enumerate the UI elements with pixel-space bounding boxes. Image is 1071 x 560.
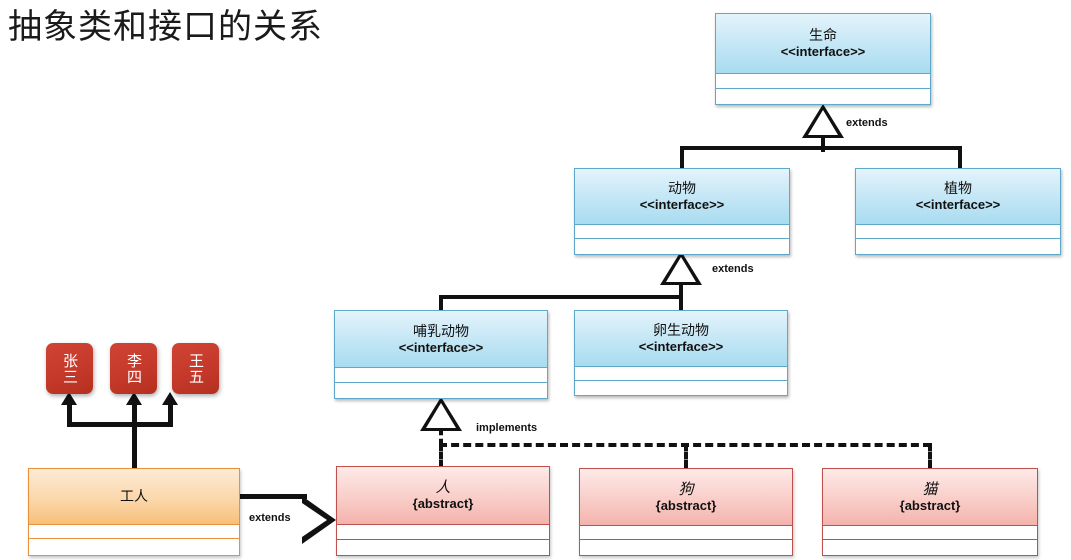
arrowhead-object-3 (162, 392, 178, 405)
connector-life-to-plant (958, 146, 962, 170)
connector-mammal-stem (439, 428, 443, 446)
class-attributes-human (337, 525, 549, 540)
class-attributes-plant (856, 225, 1060, 239)
class-box-oviparous[interactable]: 卵生动物 <<interface>> (574, 310, 788, 396)
generalization-arrow-life (802, 104, 844, 138)
realization-arrow-mammal (420, 397, 462, 431)
class-stereotype-animal: <<interface>> (639, 197, 725, 212)
class-header-worker: 工人 (29, 469, 239, 525)
class-name-dog: 狗 (678, 480, 694, 498)
class-stereotype-oviparous: <<interface>> (638, 339, 724, 354)
object-box-1[interactable]: 张三 (46, 343, 93, 394)
class-box-worker[interactable]: 工人 (28, 468, 240, 556)
object-label-1: 张三 (61, 352, 78, 385)
connector-to-object-1 (67, 403, 72, 427)
class-header-oviparous: 卵生动物 <<interface>> (575, 311, 787, 367)
object-label-2: 李四 (125, 352, 142, 385)
connector-worker-objects-stem (132, 423, 137, 468)
connector-mammal-to-cat (928, 443, 932, 468)
class-operations-life (716, 89, 930, 104)
connector-animal-stem (679, 283, 683, 299)
class-stereotype-cat: {abstract} (899, 497, 961, 513)
connector-to-object-2 (132, 403, 137, 427)
connector-animal-to-mammal (439, 295, 443, 311)
class-box-dog[interactable]: 狗 {abstract} (579, 468, 793, 556)
class-box-life[interactable]: 生命 <<interface>> (715, 13, 931, 105)
class-operations-oviparous (575, 381, 787, 395)
class-name-human: 人 (435, 479, 451, 496)
connector-worker-objects-crossbar (67, 422, 173, 427)
class-stereotype-plant: <<interface>> (915, 197, 1001, 212)
class-header-animal: 动物 <<interface>> (575, 169, 789, 225)
class-box-cat[interactable]: 猫 {abstract} (822, 468, 1038, 556)
class-stereotype-life: <<interface>> (780, 44, 866, 59)
edge-label-mammal-implements: implements (476, 422, 538, 434)
page-title: 抽象类和接口的关系 (8, 8, 323, 46)
class-box-human[interactable]: 人 {abstract} (336, 466, 550, 556)
class-header-cat: 猫 {abstract} (823, 469, 1037, 526)
class-name-mammal: 哺乳动物 (413, 322, 469, 339)
arrowhead-object-2 (126, 392, 142, 405)
class-box-mammal[interactable]: 哺乳动物 <<interface>> (334, 310, 548, 399)
class-operations-human (337, 540, 549, 555)
class-operations-worker (29, 539, 239, 554)
class-header-dog: 狗 {abstract} (580, 469, 792, 526)
class-attributes-cat (823, 526, 1037, 540)
class-operations-cat (823, 540, 1037, 555)
class-name-oviparous: 卵生动物 (653, 322, 709, 338)
class-stereotype-mammal: <<interface>> (398, 339, 484, 355)
class-operations-plant (856, 239, 1060, 253)
class-name-worker: 工人 (120, 488, 148, 504)
class-stereotype-human: {abstract} (412, 496, 474, 511)
class-header-life: 生命 <<interface>> (716, 14, 930, 74)
class-operations-dog (580, 540, 792, 555)
connector-life-to-animal (680, 146, 684, 170)
class-stereotype-dog: {abstract} (655, 497, 717, 513)
class-header-plant: 植物 <<interface>> (856, 169, 1060, 225)
connector-mammal-to-dog (684, 443, 688, 468)
generalization-arrow-animal (660, 251, 702, 285)
connector-mammal-to-human (439, 443, 443, 468)
object-label-3: 王五 (187, 352, 204, 385)
connector-animal-to-oviparous (679, 295, 683, 311)
class-box-animal[interactable]: 动物 <<interface>> (574, 168, 790, 255)
class-attributes-animal (575, 225, 789, 239)
arrowhead-object-1 (61, 392, 77, 405)
connector-worker-to-human (239, 494, 307, 499)
class-name-life: 生命 (809, 27, 837, 43)
class-box-plant[interactable]: 植物 <<interface>> (855, 168, 1061, 255)
connector-to-object-3 (168, 403, 173, 427)
connector-life-crossbar (680, 146, 962, 150)
generalization-arrow-worker (302, 496, 336, 544)
class-name-animal: 动物 (668, 180, 696, 196)
class-operations-mammal (335, 383, 547, 398)
class-header-human: 人 {abstract} (337, 467, 549, 525)
class-header-mammal: 哺乳动物 <<interface>> (335, 311, 547, 368)
edge-label-worker-extends: extends (249, 512, 291, 524)
class-name-plant: 植物 (944, 180, 972, 196)
edge-label-life-extends: extends (846, 117, 888, 129)
class-attributes-oviparous (575, 367, 787, 381)
class-operations-animal (575, 239, 789, 253)
class-attributes-worker (29, 525, 239, 539)
object-box-2[interactable]: 李四 (110, 343, 157, 394)
connector-animal-crossbar (439, 295, 683, 299)
class-attributes-dog (580, 526, 792, 540)
edge-label-animal-extends: extends (712, 263, 754, 275)
class-name-cat: 猫 (922, 480, 938, 498)
connector-life-stem (821, 136, 825, 152)
object-box-3[interactable]: 王五 (172, 343, 219, 394)
class-attributes-mammal (335, 368, 547, 383)
class-attributes-life (716, 74, 930, 89)
